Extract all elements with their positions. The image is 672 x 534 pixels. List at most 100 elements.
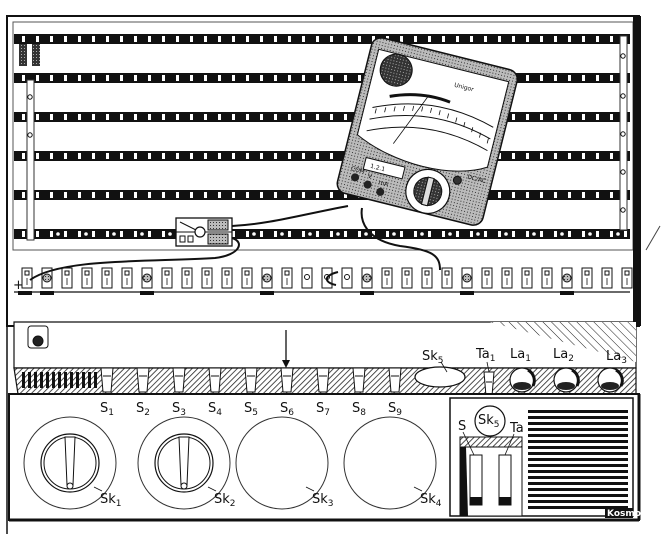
lamp-socket-la3[interactable] <box>597 367 624 393</box>
rail-hole <box>316 231 319 237</box>
right-post <box>633 16 641 326</box>
rail-hole <box>134 153 137 159</box>
clip-terminal[interactable] <box>221 267 233 289</box>
rail-hole <box>540 36 543 42</box>
clip-terminal[interactable] <box>281 267 293 289</box>
multimeter[interactable]: Unigor 1.2.1 DC/AC COM V mA <box>335 36 519 228</box>
socket-sk4[interactable]: Sk4 <box>343 416 442 510</box>
rail-hole <box>512 231 515 237</box>
rail-hole <box>344 192 347 198</box>
ta-slide-switch[interactable] <box>498 454 512 506</box>
rail-hole <box>610 231 613 237</box>
rail-hole <box>288 75 291 81</box>
screw-terminal[interactable] <box>40 267 54 295</box>
plus-terminal-label: + <box>13 278 24 293</box>
switch-lever-s2[interactable] <box>136 367 150 393</box>
rail-hole <box>162 36 165 42</box>
clip-terminal[interactable] <box>201 267 213 289</box>
ta1-button[interactable] <box>483 371 495 397</box>
screw-terminal[interactable] <box>360 267 374 295</box>
rail-hole <box>176 153 179 159</box>
rail-hole <box>92 75 95 81</box>
grille-bar <box>528 446 628 449</box>
clip-terminal[interactable] <box>61 267 73 289</box>
clip-terminal[interactable] <box>501 267 513 289</box>
rail-hole <box>582 192 585 198</box>
clip-terminal[interactable] <box>181 267 193 289</box>
rail-hole <box>330 192 333 198</box>
clip-terminal[interactable] <box>161 267 173 289</box>
grille-bar <box>528 476 628 479</box>
scale-tick <box>421 106 424 112</box>
switch-lever-s6[interactable] <box>280 367 294 393</box>
clip-terminal[interactable] <box>121 267 133 289</box>
clip-terminal[interactable] <box>601 267 613 289</box>
ma-jack[interactable] <box>375 187 385 197</box>
clip-terminal[interactable] <box>481 267 493 289</box>
clip-terminal[interactable] <box>101 267 113 289</box>
meter-scale-2 <box>369 115 491 140</box>
grille-bar <box>528 482 628 485</box>
rail-strip <box>14 190 630 200</box>
lamp-socket-la2[interactable] <box>553 367 580 393</box>
switch-lever-s1[interactable] <box>100 367 114 393</box>
rail-hole <box>36 153 39 159</box>
switch-lever-s4[interactable] <box>208 367 222 393</box>
rail-hole <box>204 114 207 120</box>
clip-terminal[interactable] <box>581 267 593 289</box>
rail-hole <box>120 153 123 159</box>
switch-lever-s7[interactable] <box>316 367 330 393</box>
s-slide-switch[interactable] <box>469 454 483 506</box>
clip-terminal[interactable] <box>421 267 433 289</box>
screw-terminal[interactable] <box>560 267 574 295</box>
sk5-top-socket[interactable] <box>414 366 466 388</box>
clip-terminal[interactable] <box>301 267 313 289</box>
switch-lever-s8[interactable] <box>352 367 366 393</box>
clip-terminal[interactable] <box>521 267 533 289</box>
meter-scale-1 <box>372 103 494 128</box>
sk5-panel-socket[interactable] <box>474 405 506 437</box>
rail-hole <box>36 75 39 81</box>
clip-terminal[interactable] <box>381 267 393 289</box>
socket-label-sk2: Sk2 <box>214 492 236 509</box>
jack-socket[interactable] <box>32 335 44 347</box>
clip-terminal[interactable] <box>401 267 413 289</box>
lamp-socket-la1[interactable] <box>509 367 536 393</box>
plug-in-module[interactable] <box>175 217 233 247</box>
rail-hole <box>120 36 123 42</box>
clip-terminal[interactable] <box>541 267 553 289</box>
rail-hole <box>106 75 109 81</box>
v-jack[interactable] <box>363 180 373 190</box>
rail-hole <box>456 231 459 237</box>
clip-terminal[interactable] <box>341 267 353 289</box>
rail-hole <box>596 231 599 237</box>
rail-hole <box>274 153 277 159</box>
com-jack[interactable] <box>350 173 360 183</box>
brand-logo: Kosmos <box>607 509 646 519</box>
socket-sk1[interactable]: Sk1 <box>23 416 122 510</box>
rail-hole <box>624 231 627 237</box>
rail-hole <box>288 114 291 120</box>
clip-terminal[interactable] <box>81 267 93 289</box>
switch-lever-s9[interactable] <box>388 367 402 393</box>
grille-bar <box>528 464 628 467</box>
clip-terminal[interactable] <box>621 267 633 289</box>
socket-sk3[interactable]: Sk3 <box>235 416 334 510</box>
clip-terminal[interactable] <box>241 267 253 289</box>
rail-hole <box>92 153 95 159</box>
screw-terminal[interactable] <box>260 267 274 295</box>
socket-sk2[interactable]: Sk2 <box>137 416 236 510</box>
socket-label-sk4: Sk4 <box>420 492 442 509</box>
clip-terminal[interactable] <box>21 267 33 289</box>
clip-terminal[interactable] <box>441 267 453 289</box>
switch-lever-s5[interactable] <box>244 367 258 393</box>
switch-lever-s3[interactable] <box>172 367 186 393</box>
rail-hole <box>106 231 109 237</box>
rail-hole <box>610 192 613 198</box>
la1-label: La1 <box>510 347 531 364</box>
rail-hole <box>414 231 417 237</box>
meter-screw <box>452 175 462 185</box>
screw-terminal[interactable] <box>140 267 154 295</box>
screw-terminal[interactable] <box>460 267 474 295</box>
